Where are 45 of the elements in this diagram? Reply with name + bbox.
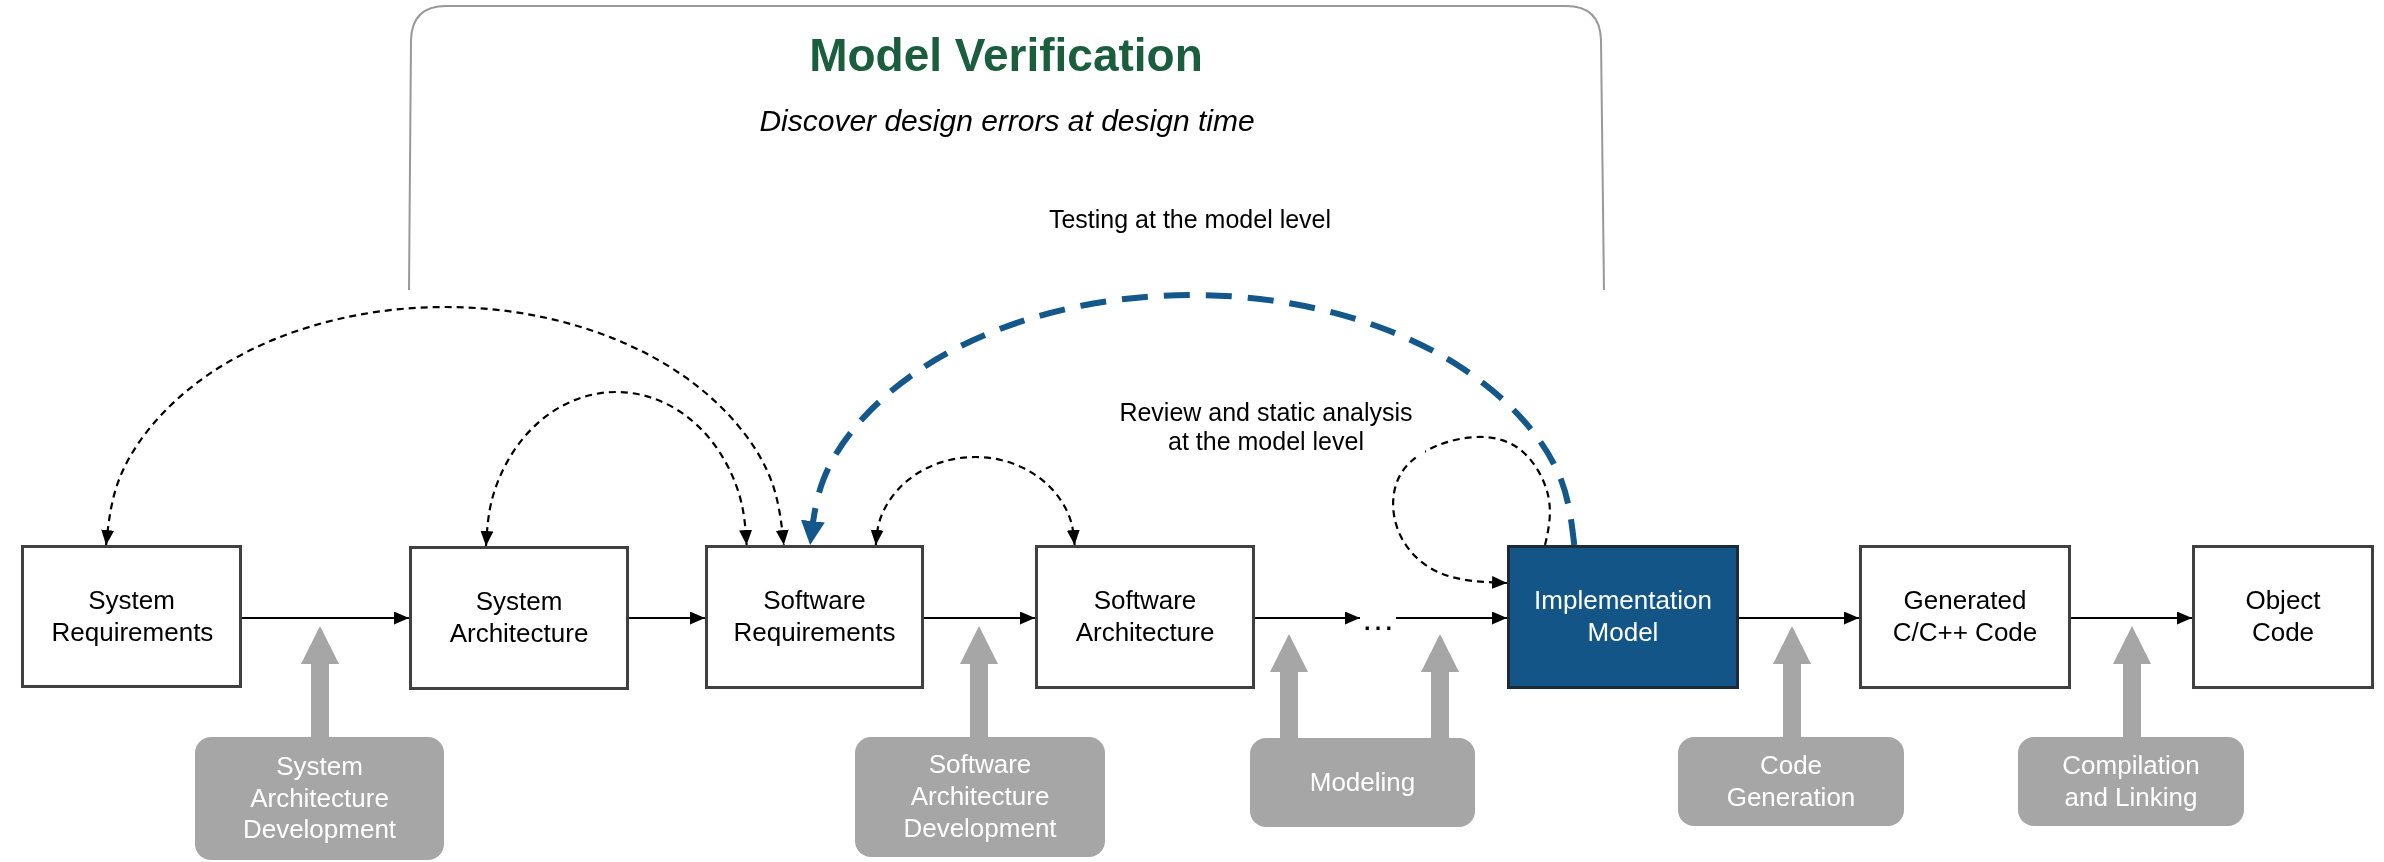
block-arrow [1270,634,1308,738]
box-label: System Requirements [51,584,212,649]
block-arrow [960,626,998,737]
arrow [1392,435,1551,589]
box-label: Implementation Model [1533,585,1713,649]
activity-box [195,737,444,860]
block-arrow [301,626,339,737]
process-box [1859,545,2071,689]
activity-box [2018,737,2244,826]
arrow [870,455,1080,546]
process-box [705,545,924,689]
box-label: Software Architecture [1074,585,1216,649]
title: Model Verification [809,28,1203,82]
box-label: Object Code [2244,585,2322,649]
activity-box [1678,737,1904,826]
arrow [924,611,1035,625]
activity-box [855,737,1105,857]
activity-label: Code Generation [1725,749,1857,814]
arrow [801,292,1578,546]
box-label: Software Requirements [732,585,897,649]
subtitle: Discover design errors at design time [759,104,1255,138]
ellipsis: … [1361,598,1395,640]
process-box [21,545,242,688]
arrow [1396,611,1507,625]
arrow [2071,611,2192,625]
arrow [1739,611,1859,625]
activity-label: Compilation and Linking [2061,749,2201,814]
block-arrow [1421,634,1459,738]
box-label: Generated C/C++ Code [1891,585,2039,649]
process-box [2192,545,2374,689]
arrow [480,390,753,547]
process-box [409,546,629,690]
block-arrow [1773,626,1811,737]
activity-label: Software Architecture Development [902,749,1058,845]
arrow [629,611,705,625]
activity-label: System Architecture Development [241,750,398,847]
activity-box [1250,738,1475,827]
activity-label: Modeling [1309,766,1416,799]
process-box [1035,545,1255,689]
highlighted-process-box [1507,545,1739,689]
arrow [242,611,409,625]
arrow [101,305,789,546]
arrow [1255,611,1360,625]
box-label: System Architecture [448,586,590,650]
block-arrow [2113,626,2151,737]
